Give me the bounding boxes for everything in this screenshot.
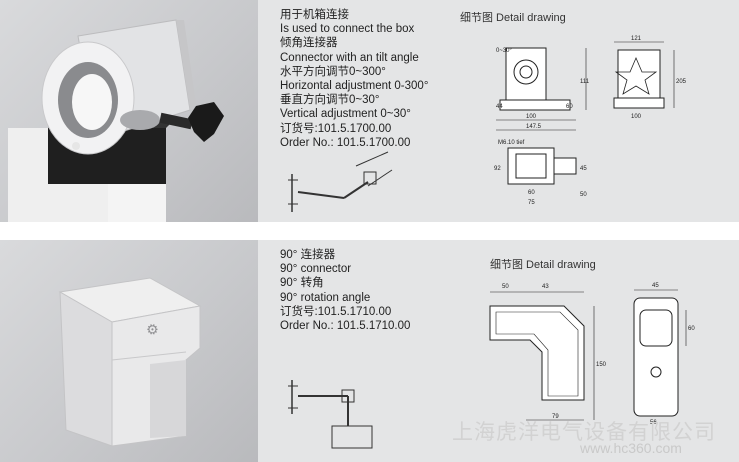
spec-line: 90° 转角 [280,277,324,290]
spec-text: 用于机箱连接 Is used to connect the box 倾角连接器 … [280,8,428,150]
spec-line: Is used to connect the box [280,23,415,36]
logo-mark-icon: ⚙ [144,320,161,339]
spec-line: Order No.: 101.5.1710.00 [280,320,411,333]
dim-angle: 0~30° [496,48,513,54]
spec-line: 垂直方向调节0~30° [280,94,380,107]
spec-line: 90° connector [280,263,352,276]
dim-92: 92 [494,166,501,172]
dim-75: 75 [528,200,535,206]
spec-line: 订货号:101.5.1710.00 [280,305,392,318]
spec-area: 用于机箱连接 Is used to connect the box 倾角连接器 … [258,0,739,222]
spec-text: 90° 连接器 90° connector 90° 转角 90° rotatio… [280,248,410,333]
dim-43: 43 [542,284,549,290]
dim-147-5: 147.5 [526,124,542,130]
drawing-title: 细节图 Detail drawing [460,12,566,24]
dim-100-side: 100 [631,114,642,120]
spec-line: 90° 连接器 [280,249,336,261]
product-photo-tilt-connector [0,0,258,222]
detail-drawing-tilt-connector: 0~30° 111 44 60 100 147.5 121 205 100 M6… [494,36,687,206]
product-panel-90-connector: ⚙ 90° 连接器 90° connector 90° 转角 90° rotat… [0,240,739,462]
dim-50: 50 [502,284,509,290]
installation-sketch [288,151,393,212]
product-panel-tilt-connector: 用于机箱连接 Is used to connect the box 倾角连接器 … [0,0,739,222]
dim-56: 56 [650,420,657,426]
spec-line: Vertical adjustment 0~30° [280,108,411,121]
tilt-connector-illustration [8,19,224,222]
spec-line: 90° rotation angle [280,291,371,304]
spec-area: 90° 连接器 90° connector 90° 转角 90° rotatio… [258,240,739,462]
installation-sketch [288,380,373,449]
spec-line: 订货号:101.5.1700.00 [280,122,392,135]
dim-60-bottom: 60 [528,190,535,196]
spec-line: Horizontal adjustment 0-300° [280,80,429,93]
dim-79: 79 [552,414,559,420]
spec-line: Order No.: 101.5.1700.00 [280,136,411,149]
spec-line: 水平方向调节0~300° [280,65,386,78]
dim-45: 45 [652,283,659,289]
dim-50: 50 [580,192,587,198]
angle-connector-illustration: ⚙ [58,277,202,447]
watermark-company: 上海虎洋电气设备有限公司 [452,421,716,444]
dim-111: 111 [580,79,590,85]
spec-line: Connector with an tilt angle [280,51,419,64]
drawing-title: 细节图 Detail drawing [490,259,596,271]
watermark-url: www.hc360.com [580,440,682,456]
dim-44: 44 [496,104,503,110]
dim-150: 150 [596,362,607,368]
product-photo-90-connector: ⚙ [0,240,258,462]
dim-m6-10: M6.10 tief [498,140,525,146]
spec-line: 用于机箱连接 [280,9,349,21]
detail-drawing-90-connector: 50 43 150 79 45 60 56 [489,283,695,426]
dim-60: 60 [688,326,695,332]
dim-60: 60 [566,104,573,110]
dim-45: 45 [580,166,587,172]
spec-line: 倾角连接器 [280,37,338,50]
dim-121: 121 [631,36,642,42]
dim-100-front: 100 [526,114,537,120]
dim-205: 205 [676,79,687,85]
